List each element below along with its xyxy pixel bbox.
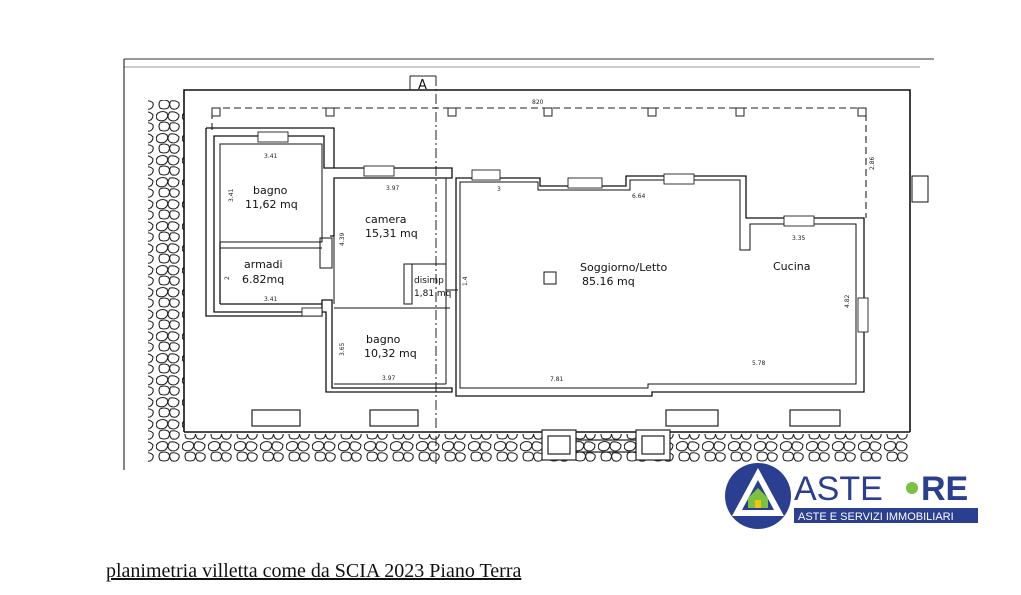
room-name-armadi: armadi (244, 258, 283, 271)
room-area-bagno-2: 10,32 mq (364, 347, 417, 360)
room-area-armadi: 6.82mq (242, 273, 284, 286)
dim-camera-height: 4.39 (339, 232, 346, 246)
logo-tagline: ASTE E SERVIZI IMMOBILIARI (798, 511, 954, 523)
windows (257, 131, 869, 333)
dim-soggiorno-top-b: 6.64 (632, 193, 646, 200)
section-marker: A (418, 78, 427, 93)
room-area-camera: 15,31 mq (365, 227, 418, 240)
stone-wall (148, 100, 910, 462)
room-name-soggiorno: Soggiorno/Letto (580, 261, 668, 274)
room-labels: bagno 11,62 mq camera 15,31 mq armadi 6.… (242, 184, 810, 360)
dim-soggiorno-top-a: 3 (497, 186, 501, 193)
dim-bagno1-width: 3.41 (264, 153, 278, 160)
logo-house-icon (748, 488, 768, 508)
room-name-bagno-1: bagno (253, 184, 288, 197)
room-name-cucina: Cucina (773, 260, 810, 273)
dim-armadi-height: 2 (224, 276, 231, 280)
dim-cucina-top: 3.35 (792, 235, 806, 242)
interior-walls (205, 127, 865, 397)
section-line: A (409, 75, 437, 464)
dim-disimp-height: 1.4 (462, 276, 469, 286)
room-area-disimp: 1,81 mq (414, 289, 451, 299)
entrance-steps (541, 429, 671, 461)
canopy-outline (211, 107, 867, 218)
planters (251, 409, 841, 427)
plan-caption: planimetria villetta come da SCIA 2023 P… (106, 560, 522, 582)
dimension-labels: 820 2.86 3.41 3.41 3.97 4.39 2 3.41 1.4 … (224, 99, 876, 383)
site-boundary (123, 58, 934, 470)
logo-dot-icon (906, 482, 918, 494)
dim-bottom-right: 5.78 (752, 360, 766, 367)
canopy-posts (211, 107, 867, 117)
dim-bottom-mid: 7.81 (550, 376, 564, 383)
aste-re-logo: ASTE RE ASTE E SERVIZI IMMOBILIARI (724, 460, 982, 532)
logo-graphic: ASTE RE ASTE E SERVIZI IMMOBILIARI (725, 463, 978, 529)
room-name-camera: camera (365, 213, 407, 226)
dim-bagno2-width: 3.97 (382, 375, 396, 382)
logo-name-left: ASTE (794, 470, 883, 508)
dim-cucina-right: 4.82 (844, 294, 851, 308)
logo-name-right: RE (921, 470, 968, 508)
dim-camera-width: 3.97 (386, 185, 400, 192)
dim-bagno1-height: 3.41 (228, 188, 235, 202)
room-area-bagno-1: 11,62 mq (245, 198, 298, 211)
dim-armadi-width: 3.41 (264, 296, 278, 303)
dim-top-total: 820 (532, 99, 544, 106)
room-name-bagno-2: bagno (366, 333, 401, 346)
dim-bagno2-height: 3.65 (339, 342, 346, 356)
dim-right-top: 2.86 (869, 156, 876, 170)
room-area-soggiorno: 85.16 mq (582, 275, 635, 288)
room-name-disimp: disimp (414, 276, 444, 286)
